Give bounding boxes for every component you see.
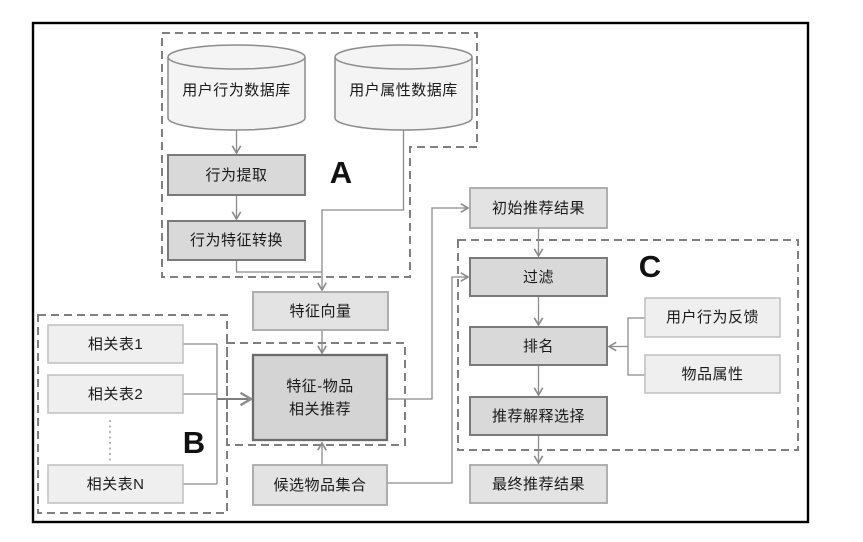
node-ranking: 排名	[469, 326, 608, 366]
feature-item-dashed-region	[226, 342, 406, 446]
node-rel-table-n: 相关表N	[47, 464, 184, 504]
cylinder-body	[167, 57, 306, 131]
connector-candidates-to-filter	[387, 272, 470, 484]
node-user-behavior-feedback: 用户行为反馈	[644, 297, 781, 338]
cylinder-top	[334, 44, 473, 70]
feature-vector-label: 特征向量	[289, 303, 351, 320]
ranking-label: 排名	[523, 338, 554, 355]
feature-item-rec-label-line1: 特征-物品	[286, 378, 354, 395]
node-user-behavior-db: 用户行为数据库	[167, 44, 306, 131]
user-behavior-feedback-label: 用户行为反馈	[666, 309, 759, 326]
node-initial-results: 初始推荐结果	[469, 187, 608, 229]
diagram-border	[31, 21, 810, 524]
user-attribute-db-label: 用户属性数据库	[349, 82, 458, 99]
node-filter: 过滤	[469, 257, 608, 297]
node-final-results: 最终推荐结果	[469, 464, 608, 504]
cylinder-top	[167, 44, 306, 70]
node-explanation-select: 推荐解释选择	[469, 396, 608, 436]
section-label-c: C	[639, 249, 661, 284]
connector-attr-db-to-feature-vector	[317, 130, 405, 292]
node-feature-item-recommendation: 特征-物品 相关推荐	[251, 353, 389, 442]
final-results-label: 最终推荐结果	[492, 476, 585, 493]
user-behavior-db-label: 用户行为数据库	[182, 82, 291, 99]
node-candidate-items: 候选物品集合	[252, 464, 388, 506]
feature-item-rec-label-line2: 相关推荐	[289, 401, 351, 418]
rel-table-n-label: 相关表N	[87, 476, 145, 493]
candidate-items-label: 候选物品集合	[273, 477, 366, 494]
initial-results-label: 初始推荐结果	[492, 200, 585, 217]
section-label-b: B	[183, 425, 205, 460]
filter-label: 过滤	[523, 269, 554, 286]
node-feature-vector: 特征向量	[252, 291, 389, 331]
behavior-feature-transform-label: 行为特征转换	[190, 232, 283, 249]
node-item-attributes: 物品属性	[644, 354, 781, 394]
item-attributes-label: 物品属性	[681, 366, 743, 383]
node-user-attribute-db: 用户属性数据库	[334, 44, 473, 131]
connector-feedback-attr-bracket	[627, 317, 645, 376]
connector-transform-to-merge	[235, 260, 322, 273]
section-label-a: A	[330, 155, 352, 190]
rel-table-1-label: 相关表1	[88, 336, 143, 353]
explanation-select-label: 推荐解释选择	[492, 408, 585, 425]
node-rel-table-1: 相关表1	[47, 324, 184, 364]
module-c-dashed-region	[457, 239, 799, 451]
cylinder-body	[334, 57, 473, 131]
node-behavior-extract: 行为提取	[167, 154, 306, 196]
behavior-extract-label: 行为提取	[205, 167, 267, 184]
node-behavior-feature-transform: 行为特征转换	[167, 220, 306, 261]
connector-rec-to-initial-results	[387, 203, 470, 400]
module-a-dashed-region	[161, 32, 478, 278]
node-rel-table-2: 相关表2	[47, 374, 184, 414]
rel-table-2-label: 相关表2	[88, 386, 143, 403]
